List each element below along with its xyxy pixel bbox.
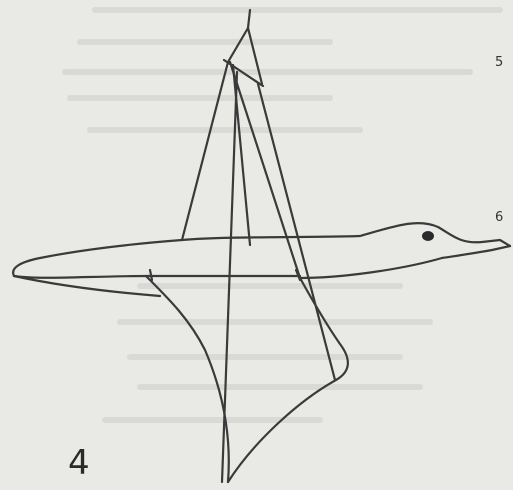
page-number-6: 6 [495, 210, 503, 225]
page-number-5: 5 [495, 55, 503, 70]
bird-eye [422, 231, 434, 241]
figure-number-4: 4 [68, 443, 90, 483]
